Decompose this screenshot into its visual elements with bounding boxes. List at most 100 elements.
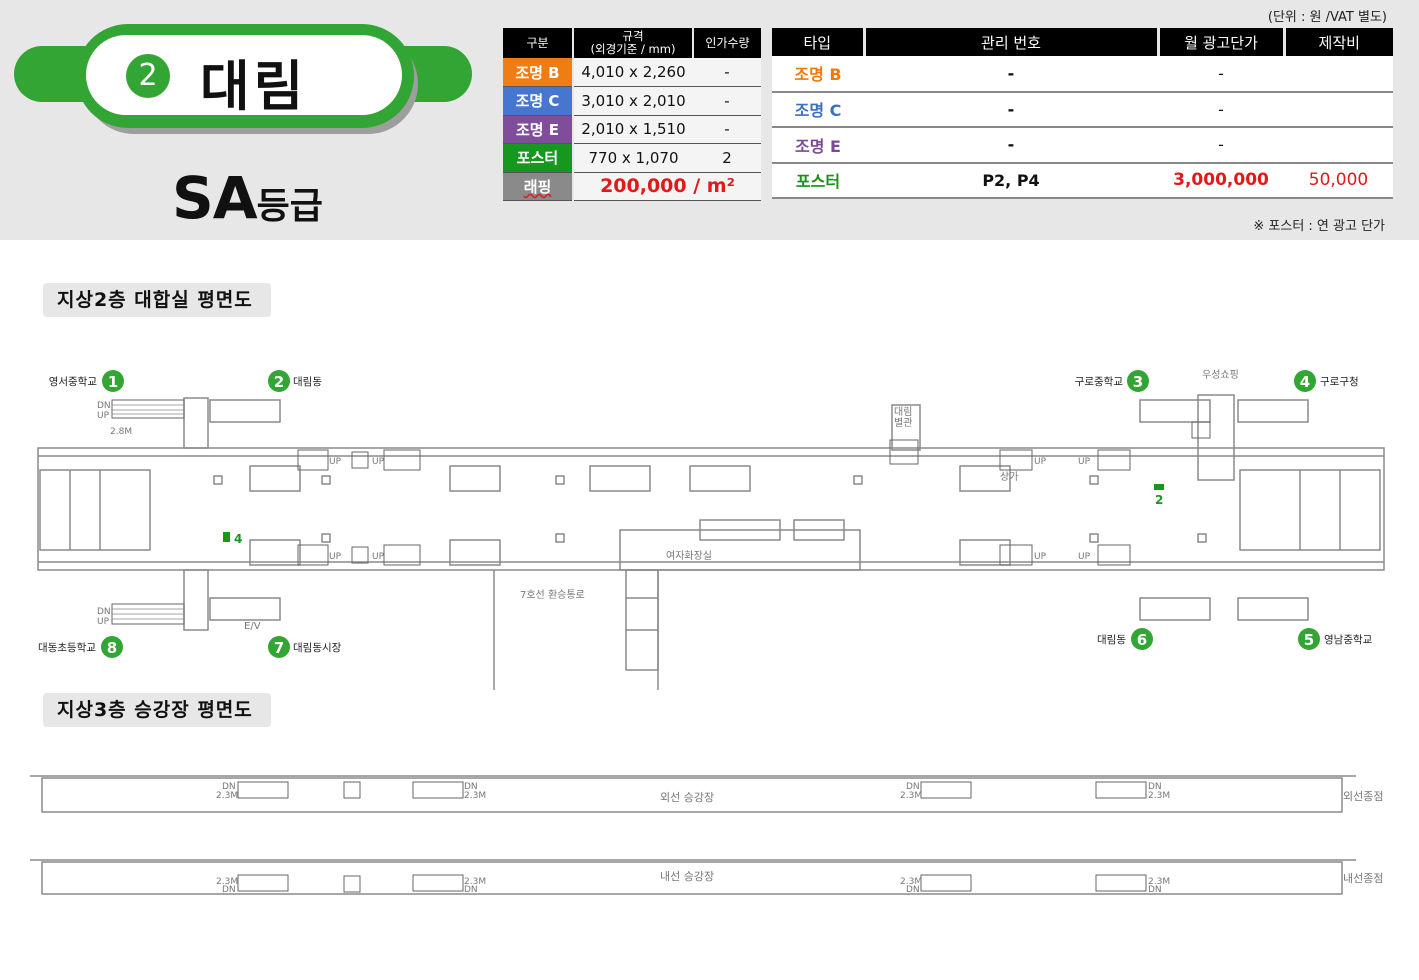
f3-dn-5: DN — [222, 885, 236, 895]
grade-main: SA — [172, 164, 258, 232]
label-up-b: UP — [329, 552, 342, 562]
price-type: 조명 C — [772, 91, 864, 128]
floor3-title: 지상3층 승강장 평면도 — [43, 693, 271, 727]
exit-name-6: 대림동 — [1097, 634, 1126, 646]
spec-header-qty: 인가수량 — [693, 28, 761, 58]
line-number-badge: 2 — [126, 54, 170, 98]
exit-badge-8 — [101, 636, 123, 658]
grade-label: SA등급 — [172, 164, 323, 232]
inner-end-label: 내선종점 — [1343, 872, 1383, 885]
f3-dn-4: DN — [1148, 782, 1162, 792]
label-up-1: UP — [97, 411, 110, 421]
price-table: 타입 관리 번호 월 광고단가 제작비 조명 B - - 조명 C - - 조명… — [772, 28, 1393, 199]
exit-num-2: 2 — [274, 373, 284, 391]
grade-suffix: 등급 — [256, 186, 323, 227]
price-row: 조명 C - - — [772, 91, 1393, 128]
f3-w-6: 2.3M — [464, 877, 486, 887]
spec-label: 조명 E — [503, 115, 574, 144]
exit-num-5: 5 — [1304, 631, 1314, 649]
price-type: 조명 E — [772, 127, 864, 164]
price-cost: 50,000 — [1284, 162, 1393, 199]
exit-num-7: 7 — [274, 639, 284, 657]
label-dn-8: DN — [97, 607, 111, 617]
price-code: - — [864, 56, 1158, 93]
exit-name-8: 대동초등학교 — [38, 642, 96, 654]
exit-badge-6 — [1131, 628, 1153, 650]
label-up-d: UP — [372, 552, 385, 562]
spec-header-size: 규격 (외경기준 / mm) — [573, 28, 694, 58]
spec-size: 2,010 x 1,510 — [573, 115, 693, 144]
label-up-e: UP — [1034, 457, 1047, 467]
outer-end-label: 외선종점 — [1343, 790, 1383, 803]
exit-name-3: 구로중학교 — [1075, 376, 1124, 388]
f3-w-4: 2.3M — [1148, 791, 1170, 801]
label-shop: 상가 — [1000, 471, 1018, 483]
spec-qty: - — [693, 86, 761, 116]
spec-label: 포스터 — [503, 143, 574, 173]
label-up-h: UP — [1078, 552, 1091, 562]
label-up-f: UP — [1034, 552, 1047, 562]
exit-name-5: 영남중학교 — [1324, 634, 1373, 646]
label-ev: E/V — [244, 621, 261, 632]
price-header-type: 타입 — [772, 28, 866, 56]
label-up-g: UP — [1078, 457, 1091, 467]
f3-w-3: 2.3M — [900, 791, 922, 801]
poster-label-2: 2 — [1155, 493, 1163, 507]
exit-badge-7 — [268, 636, 290, 658]
spec-qty: 2 — [693, 143, 761, 173]
spec-row: 포스터 770 x 1,070 2 — [503, 143, 761, 173]
label-width: 2.8M — [110, 427, 132, 437]
spec-table: 구분 규격 (외경기준 / mm) 인가수량 조명 B 4,010 x 2,26… — [503, 28, 761, 201]
f3-w-2: 2.3M — [464, 791, 486, 801]
spec-row-wrap: 래핑 200,000 / m² — [503, 172, 761, 201]
price-value: - — [1158, 56, 1284, 93]
inner-platform-outline — [41, 861, 1343, 895]
exit-badge-2 — [268, 370, 290, 392]
spec-row: 조명 E 2,010 x 1,510 - — [503, 115, 761, 144]
f3-dn-8: DN — [1148, 885, 1162, 895]
unit-note: (단위 : 원 /VAT 별도) — [1267, 10, 1387, 25]
price-cost — [1284, 91, 1393, 128]
exit-num-3: 3 — [1133, 373, 1143, 391]
spec-row: 조명 B 4,010 x 2,260 - — [503, 58, 761, 87]
exit-num-6: 6 — [1137, 631, 1147, 649]
floor2-title: 지상2층 대합실 평면도 — [43, 283, 271, 317]
price-header-cost: 제작비 — [1284, 28, 1393, 56]
price-cost — [1284, 56, 1393, 93]
exit-num-4: 4 — [1300, 373, 1310, 391]
outer-platform-outline — [41, 777, 1343, 813]
f3-dn-3: DN — [906, 782, 920, 792]
exit-badge-4 — [1294, 370, 1316, 392]
exit-name-1: 영서중학교 — [49, 376, 98, 388]
exit-badge-5 — [1298, 628, 1320, 650]
price-code: - — [864, 91, 1158, 128]
exit-name-7: 대림동시장 — [293, 642, 342, 654]
label-up-8: UP — [97, 617, 110, 627]
price-value: 3,000,000 — [1158, 162, 1284, 199]
f3-dn-7: DN — [906, 885, 920, 895]
outer-platform-label: 외선 승강장 — [660, 791, 714, 804]
spec-size: 770 x 1,070 — [573, 143, 693, 173]
price-type: 포스터 — [772, 162, 864, 199]
price-code: P2, P4 — [864, 162, 1158, 199]
wrap-price: 200,000 / m² — [573, 172, 761, 201]
price-row: 조명 E - - — [772, 127, 1393, 164]
spec-size: 3,010 x 2,010 — [573, 86, 693, 116]
poster-note: ※ 포스터 : 연 광고 단가 — [1253, 219, 1385, 234]
spec-label: 조명 C — [503, 86, 574, 116]
price-header-code: 관리 번호 — [864, 28, 1160, 56]
exit-num-8: 8 — [107, 639, 117, 657]
price-type: 조명 B — [772, 56, 864, 93]
f3-dn-6: DN — [464, 885, 478, 895]
f3-dn-1: DN — [222, 782, 236, 792]
spec-row: 조명 C 3,010 x 2,010 - — [503, 86, 761, 116]
price-row: 조명 B - - — [772, 56, 1393, 93]
wrap-label: 래핑 — [503, 172, 574, 201]
price-cost — [1284, 127, 1393, 164]
label-dn-1: DN — [97, 401, 111, 411]
exit-num-1: 1 — [108, 373, 118, 391]
spec-qty: - — [693, 58, 761, 87]
exit-badge-3 — [1127, 370, 1149, 392]
